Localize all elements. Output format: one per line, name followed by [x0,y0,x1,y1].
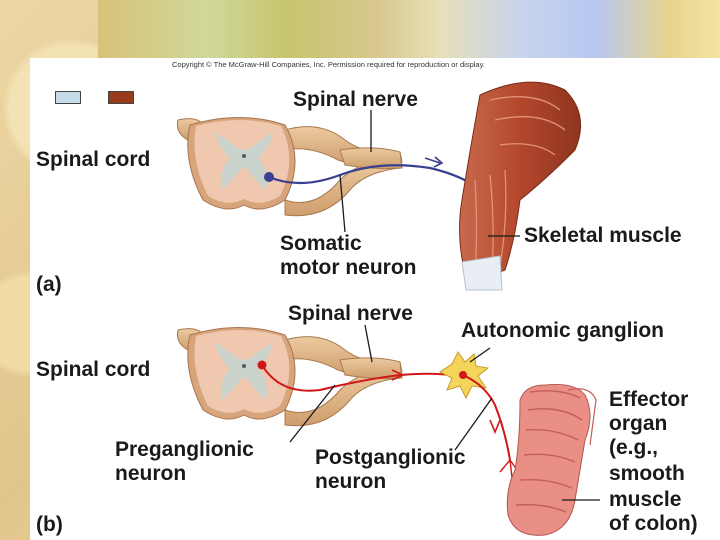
label-effector-line4: smooth [609,462,685,485]
label-preganglionic-line2: neuron [115,462,187,485]
postganglionic-axon [462,374,511,461]
label-effector-line2: organ [609,412,668,435]
label-somatic-line2: motor neuron [280,256,417,279]
legend-box-dark [108,91,134,104]
label-spinal-nerve-b: Spinal nerve [288,302,413,325]
label-postganglionic-line1: Postganglionic [315,446,466,469]
preganglionic-axon [261,364,463,392]
skeletal-muscle [459,81,582,291]
copyright-notice: Copyright © The McGraw-Hill Companies, I… [172,60,485,69]
label-spinal-nerve-a: Spinal nerve [293,88,418,111]
arrow-icon [391,369,405,381]
label-spinal-cord-a: Spinal cord [36,148,151,171]
label-effector-line3: (e.g., [609,436,659,459]
label-effector-line1: Effector [609,388,689,411]
label-panel-b: (b) [36,513,63,536]
label-somatic-line1: Somatic [280,232,362,255]
legend-box-light [55,91,81,104]
label-autonomic-ganglion: Autonomic ganglion [461,319,664,342]
label-postganglionic-line2: neuron [315,470,387,493]
label-skeletal-muscle: Skeletal muscle [524,224,682,247]
label-preganglionic-line1: Preganglionic [115,438,254,461]
label-spinal-cord-b: Spinal cord [36,358,151,381]
somatic-axon [268,164,479,189]
spinal-cord-a [177,117,403,217]
decorative-banner [98,0,720,58]
label-effector-line5: muscle [609,488,682,511]
label-panel-a: (a) [36,273,62,296]
figure-panel [30,58,720,540]
effector-organ-colon [506,384,597,536]
arrow-icon [424,156,444,168]
label-effector-line6: of colon) [609,512,698,535]
